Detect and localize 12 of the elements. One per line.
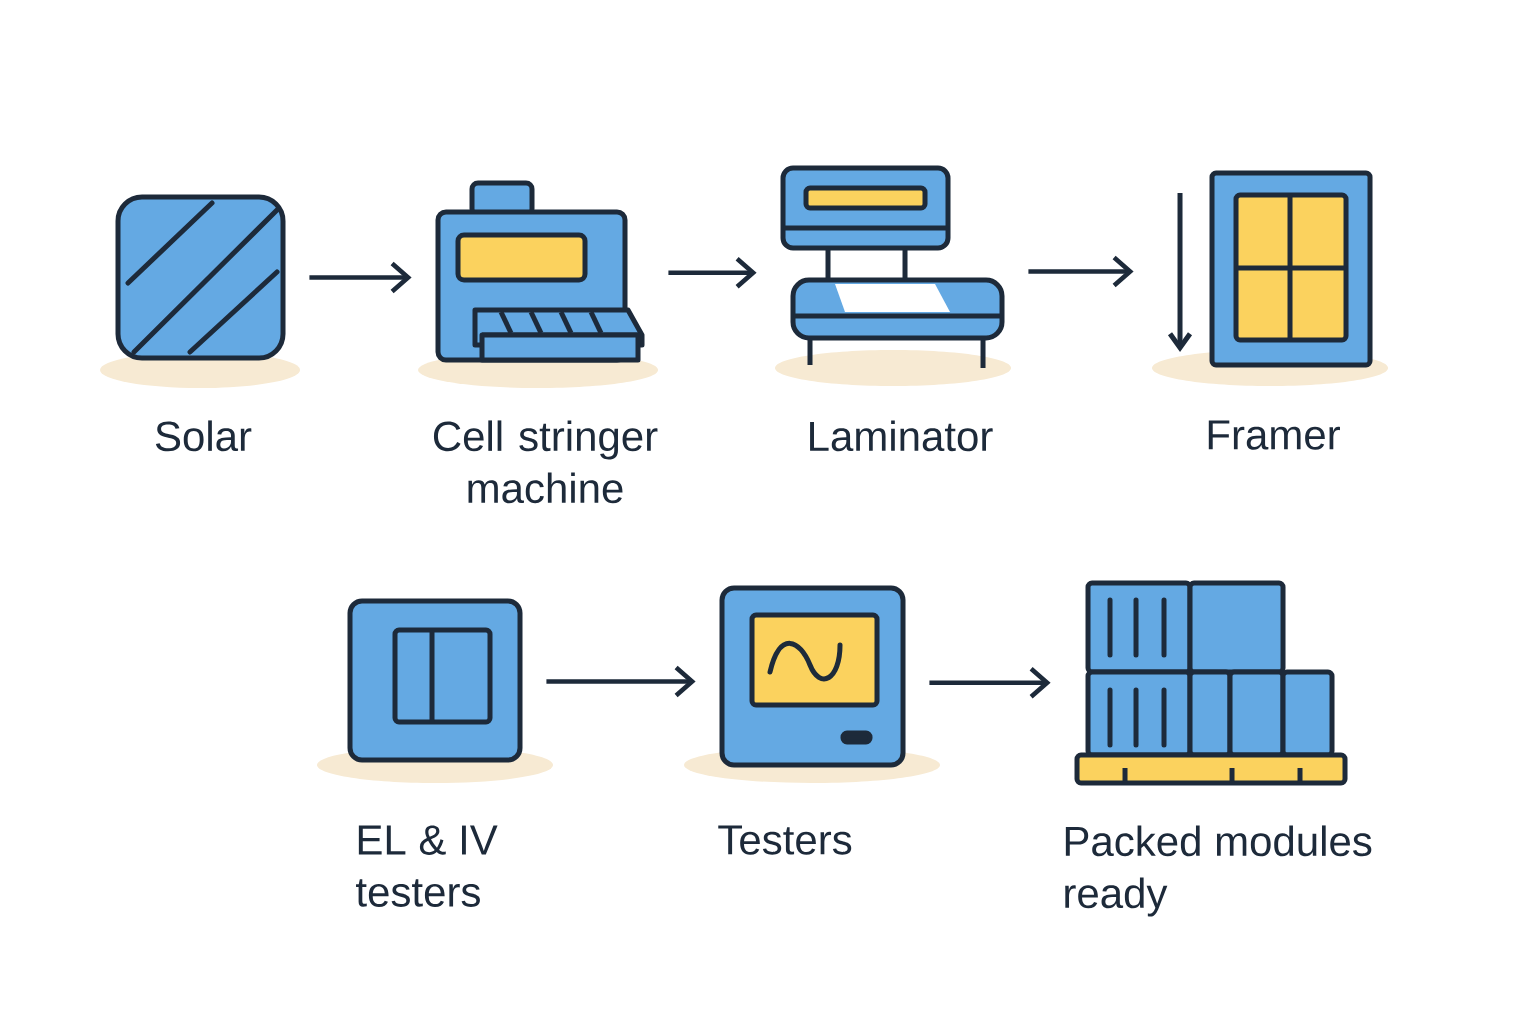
arrow (546, 665, 696, 698)
node-label: EL & IV testers (356, 825, 498, 907)
node-label: Testers (718, 825, 852, 855)
node-label: Laminator (810, 420, 993, 452)
arrow (929, 667, 1051, 699)
arrow (668, 257, 757, 289)
node-label: Framer (1208, 420, 1340, 450)
node-label: Packed modules ready (1065, 825, 1372, 917)
node-label: Cell stringer machine (433, 420, 658, 504)
node-label: Solar (155, 420, 252, 452)
arrow (309, 261, 412, 294)
arrow (1028, 255, 1134, 288)
